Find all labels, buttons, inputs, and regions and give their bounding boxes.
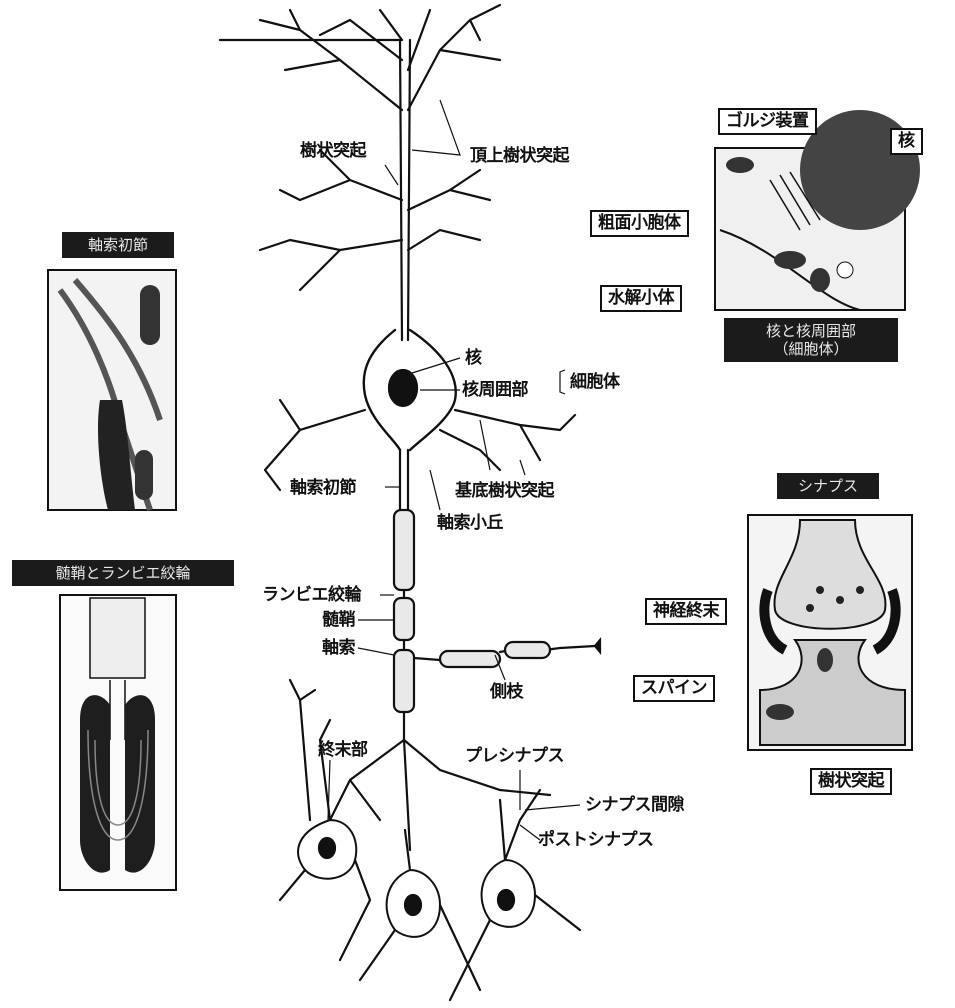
label-postsynapse: ポストシナプス xyxy=(538,832,654,849)
caption-cell-body: 核と核周囲部 （細胞体） xyxy=(724,318,898,362)
leader-lines xyxy=(328,100,580,840)
label-axon: 軸索 xyxy=(322,640,355,657)
label-golgi: ゴルジ装置 xyxy=(718,108,817,135)
label-perikaryon: 核周囲部 xyxy=(462,382,528,399)
caption-initial-segment: 軸索初節 xyxy=(62,232,174,258)
label-synaptic-cleft: シナプス間隙 xyxy=(585,797,684,814)
label-myelin-sheath: 髄鞘 xyxy=(322,612,355,629)
label-dendrite: 樹状突起 xyxy=(300,143,366,160)
label-terminal: 終末部 xyxy=(318,742,368,759)
inset-myelin-node xyxy=(60,595,176,890)
label-axon-initial-segment: 軸索初節 xyxy=(290,480,356,497)
label-axon-hillock: 軸索小丘 xyxy=(437,515,503,532)
label-basal-dendrite: 基底樹状突起 xyxy=(455,483,554,500)
label-synapse-dendrite: 樹状突起 xyxy=(810,768,892,795)
label-cell-body: 細胞体 xyxy=(570,374,620,391)
caption-cell-body-line2: （細胞体） xyxy=(730,340,892,358)
inset-initial-segment xyxy=(48,270,176,510)
label-presynapse: プレシナプス xyxy=(465,748,564,765)
label-nerve-terminal: 神経終末 xyxy=(645,598,727,625)
caption-synapse: シナプス xyxy=(777,473,879,499)
caption-myelin-node: 髄鞘とランビエ絞輪 xyxy=(12,560,234,586)
inset-synapse xyxy=(748,515,912,750)
label-nucleus: 核 xyxy=(465,350,482,367)
label-node-of-ranvier: ランビエ絞輪 xyxy=(262,587,361,604)
caption-cell-body-line1: 核と核周囲部 xyxy=(730,322,892,340)
label-spine: スパイン xyxy=(633,675,715,702)
label-lysosome: 水解小体 xyxy=(600,285,682,312)
label-inset-nucleus: 核 xyxy=(890,128,923,155)
label-apical-dendrite: 頂上樹状突起 xyxy=(470,148,569,165)
label-rough-er: 粗面小胞体 xyxy=(590,210,689,237)
label-collateral: 側枝 xyxy=(490,684,523,701)
